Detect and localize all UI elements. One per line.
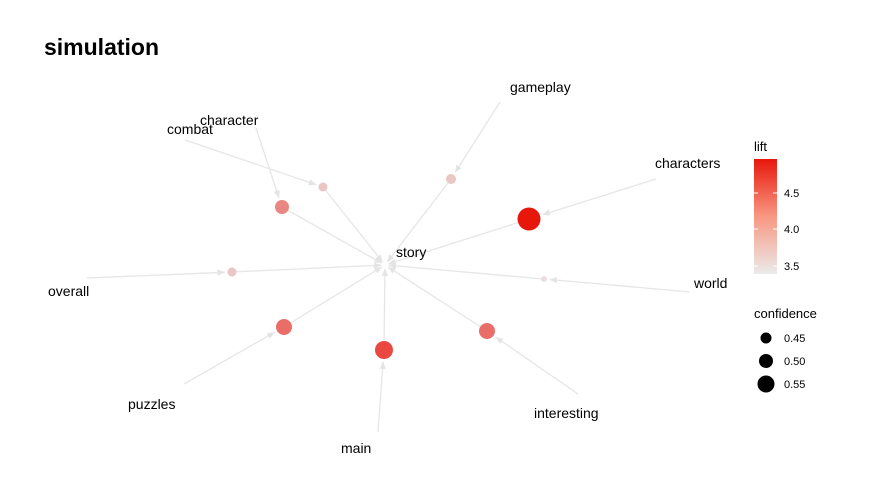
term-label-characters: characters bbox=[655, 155, 720, 171]
confidence-tick: 0.55 bbox=[784, 379, 805, 391]
node-layer bbox=[227, 174, 547, 359]
edge-main-to-rule bbox=[377, 361, 386, 433]
confidence-key-dot bbox=[759, 354, 773, 368]
edge-rule-to-story bbox=[281, 206, 383, 264]
term-label-world: world bbox=[693, 275, 727, 291]
rule-node-gameplay bbox=[446, 174, 456, 184]
term-label-story: story bbox=[396, 244, 426, 260]
edge-rule-to-story bbox=[381, 268, 388, 351]
edge-rule-to-story bbox=[322, 186, 384, 263]
term-label-character: character bbox=[200, 112, 259, 128]
edge-gameplay-to-rule bbox=[454, 101, 501, 173]
edge-rule-to-story bbox=[283, 266, 383, 328]
edge-puzzles-to-rule bbox=[183, 331, 276, 385]
edge-characters-to-rule bbox=[542, 178, 657, 216]
edge-rule-to-story bbox=[388, 218, 530, 265]
edge-rule-to-story bbox=[231, 262, 382, 273]
rule-node-interesting bbox=[479, 323, 495, 339]
lift-tick: 3.5 bbox=[784, 261, 799, 273]
lift-legend-title: lift bbox=[754, 139, 767, 154]
edge-layer bbox=[86, 101, 691, 433]
term-label-interesting: interesting bbox=[534, 405, 599, 421]
rule-node-character bbox=[275, 200, 289, 214]
confidence-legend-title: confidence bbox=[754, 306, 817, 321]
rule-node-overall bbox=[227, 267, 237, 277]
confidence-legend: confidence 0.45 0.50 0.55 bbox=[754, 306, 817, 393]
confidence-tick: 0.50 bbox=[784, 356, 805, 368]
term-label-gameplay: gameplay bbox=[510, 79, 571, 95]
term-label-main: main bbox=[341, 440, 371, 456]
edge-combat-to-rule bbox=[184, 139, 317, 186]
edge-rule-to-story bbox=[386, 178, 452, 263]
edge-rule-to-story bbox=[387, 266, 488, 332]
rule-node-world bbox=[541, 276, 547, 282]
lift-tick: 4.0 bbox=[784, 224, 799, 236]
rule-node-main bbox=[375, 341, 393, 359]
lift-legend: lift 4.5 4.0 3.5 bbox=[754, 139, 799, 274]
edge-rule-to-story bbox=[388, 262, 545, 280]
confidence-tick: 0.45 bbox=[784, 333, 805, 345]
edge-world-to-rule bbox=[549, 277, 691, 293]
chart-title: simulation bbox=[44, 34, 160, 60]
lift-tick: 4.5 bbox=[784, 188, 799, 200]
rule-node-puzzles bbox=[276, 319, 292, 335]
edge-character-to-rule bbox=[255, 127, 280, 199]
term-label-puzzles: puzzles bbox=[128, 396, 175, 412]
confidence-key-dot bbox=[760, 332, 772, 344]
lift-colorbar bbox=[754, 159, 777, 274]
edge-interesting-to-rule bbox=[495, 336, 579, 395]
edge-overall-to-rule bbox=[86, 269, 226, 279]
term-label-combat: combat bbox=[167, 121, 213, 137]
rule-node-characters bbox=[517, 207, 541, 231]
confidence-key-dot bbox=[757, 375, 775, 393]
term-label-overall: overall bbox=[48, 283, 89, 299]
rule-node-combat bbox=[318, 182, 328, 192]
